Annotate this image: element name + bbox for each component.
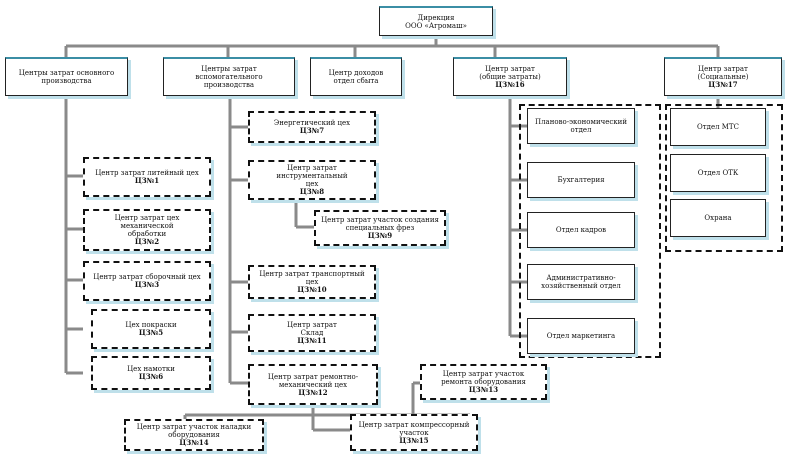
aux-unit-10-code: ЦЗ№10 bbox=[297, 285, 327, 294]
root-node: Дирекция ООО «Агромаш» bbox=[379, 6, 493, 36]
aux-unit-7-label: Энергетический цех bbox=[273, 119, 351, 127]
aux-unit-7: Энергетический цех ЦЗ№7 bbox=[248, 111, 376, 143]
general-unit-planning-label: Планово-экономический отдел bbox=[534, 118, 628, 134]
aux-unit-8: Центр затрат инструментальный цех ЦЗ№8 bbox=[248, 160, 376, 200]
level1-general-label: Центр затрат (общие затраты) bbox=[479, 65, 541, 81]
general-unit-planning: Планово-экономический отдел bbox=[527, 108, 635, 144]
aux-unit-15-label: Центр затрат компрессорный участок bbox=[358, 420, 470, 437]
general-unit-marketing: Отдел маркетинга bbox=[527, 318, 635, 354]
aux-unit-8-label: Центр затрат инструментальный цех bbox=[276, 164, 348, 188]
aux-unit-10: Центр затрат транспортный цех ЦЗ№10 bbox=[248, 265, 376, 299]
main-unit-6-code: ЦЗ№6 bbox=[138, 372, 164, 381]
general-group-frame bbox=[519, 104, 661, 358]
general-unit-admin-label: Административно- хозяйственный отдел bbox=[541, 274, 621, 290]
aux-unit-13-code: ЦЗ№13 bbox=[468, 385, 499, 394]
main-unit-1-code: ЦЗ№1 bbox=[134, 176, 160, 185]
aux-unit-15-code: ЦЗ№15 bbox=[399, 435, 429, 445]
main-unit-6-label: Цех намотки bbox=[127, 365, 175, 373]
main-unit-2-label: Центр затрат цех механической обработки bbox=[114, 214, 180, 238]
main-unit-6: Цех намотки ЦЗ№6 bbox=[91, 356, 211, 390]
social-unit-otk-label: Отдел ОТК bbox=[697, 169, 739, 177]
aux-unit-11: Центр затрат Склад ЦЗ№11 bbox=[248, 314, 376, 352]
level1-social-code: ЦЗ№17 bbox=[708, 80, 738, 89]
general-unit-accounting-label: Бухгалтерия bbox=[557, 176, 605, 184]
aux-unit-8-code: ЦЗ№8 bbox=[299, 187, 325, 196]
aux-unit-15: Центр затрат компрессорный участок ЦЗ№15 bbox=[350, 414, 478, 451]
main-unit-5: Цех покраски ЦЗ№5 bbox=[91, 309, 211, 349]
main-unit-2-code: ЦЗ№2 bbox=[134, 237, 160, 246]
aux-unit-13-label: Центр затрат участок ремонта оборудовани… bbox=[441, 370, 526, 386]
aux-unit-11-code: ЦЗ№11 bbox=[297, 336, 327, 345]
social-group-frame bbox=[665, 104, 783, 252]
main-unit-5-code: ЦЗ№5 bbox=[138, 328, 164, 337]
general-unit-hr: Отдел кадров bbox=[527, 212, 635, 248]
aux-unit-12: Центр затрат ремонтно- механический цех … bbox=[248, 364, 378, 405]
main-unit-5-label: Цех покраски bbox=[125, 321, 177, 329]
root-label: Дирекция ООО «Агромаш» bbox=[405, 13, 467, 30]
general-unit-accounting: Бухгалтерия bbox=[527, 162, 635, 198]
main-unit-1: Центр затрат литейный цех ЦЗ№1 bbox=[83, 157, 211, 197]
level1-social-label: Центр затрат (Социальные) bbox=[697, 65, 749, 81]
level1-main: Центры затрат основного производства bbox=[5, 57, 128, 96]
main-unit-2: Центр затрат цех механической обработки … bbox=[83, 209, 211, 251]
aux-unit-12-label: Центр затрат ремонтно- механический цех bbox=[267, 372, 359, 389]
aux-unit-9: Центр затрат участок создания специальны… bbox=[314, 210, 446, 246]
social-unit-security-label: Охрана bbox=[704, 214, 732, 222]
aux-unit-7-code: ЦЗ№7 bbox=[299, 126, 325, 135]
level1-aux: Центры затрат вспомогательного производс… bbox=[163, 57, 295, 96]
main-unit-3-code: ЦЗ№3 bbox=[134, 280, 160, 289]
level1-sales-label: Центр доходов отдел сбыта bbox=[328, 69, 384, 85]
social-unit-security: Охрана bbox=[670, 199, 766, 237]
aux-unit-13: Центр затрат участок ремонта оборудовани… bbox=[420, 364, 547, 400]
level1-main-label: Центры затрат основного производства bbox=[18, 69, 115, 85]
general-unit-admin: Административно- хозяйственный отдел bbox=[527, 264, 635, 300]
level1-sales: Центр доходов отдел сбыта bbox=[310, 57, 402, 96]
social-unit-mts-label: Отдел МТС bbox=[697, 123, 739, 131]
aux-unit-9-label: Центр затрат участок создания специальны… bbox=[321, 216, 439, 232]
general-unit-hr-label: Отдел кадров bbox=[555, 226, 607, 234]
aux-unit-12-code: ЦЗ№12 bbox=[298, 387, 328, 397]
level1-general-code: ЦЗ№16 bbox=[495, 80, 525, 89]
general-unit-marketing-label: Отдел маркетинга bbox=[546, 332, 616, 340]
level1-aux-label: Центры затрат вспомогательного производс… bbox=[195, 65, 263, 89]
aux-unit-14-code: ЦЗ№14 bbox=[179, 438, 209, 447]
aux-unit-11-label: Центр затрат Склад bbox=[287, 321, 337, 337]
level1-social: Центр затрат (Социальные) ЦЗ№17 bbox=[664, 57, 782, 96]
level1-general: Центр затрат (общие затраты) ЦЗ№16 bbox=[453, 57, 567, 96]
social-unit-mts: Отдел МТС bbox=[670, 108, 766, 146]
aux-unit-9-code: ЦЗ№9 bbox=[367, 231, 393, 240]
social-unit-otk: Отдел ОТК bbox=[670, 154, 766, 192]
aux-unit-10-label: Центр затрат транспортный цех bbox=[259, 270, 365, 286]
aux-unit-14: Центр затрат участок наладки оборудовани… bbox=[124, 419, 264, 451]
main-unit-3-label: Центр затрат сборочный цех bbox=[93, 273, 201, 281]
main-unit-3: Центр затрат сборочный цех ЦЗ№3 bbox=[83, 261, 211, 301]
aux-unit-14-label: Центр затрат участок наладки оборудовани… bbox=[136, 423, 252, 439]
main-unit-1-label: Центр затрат литейный цех bbox=[95, 169, 199, 177]
